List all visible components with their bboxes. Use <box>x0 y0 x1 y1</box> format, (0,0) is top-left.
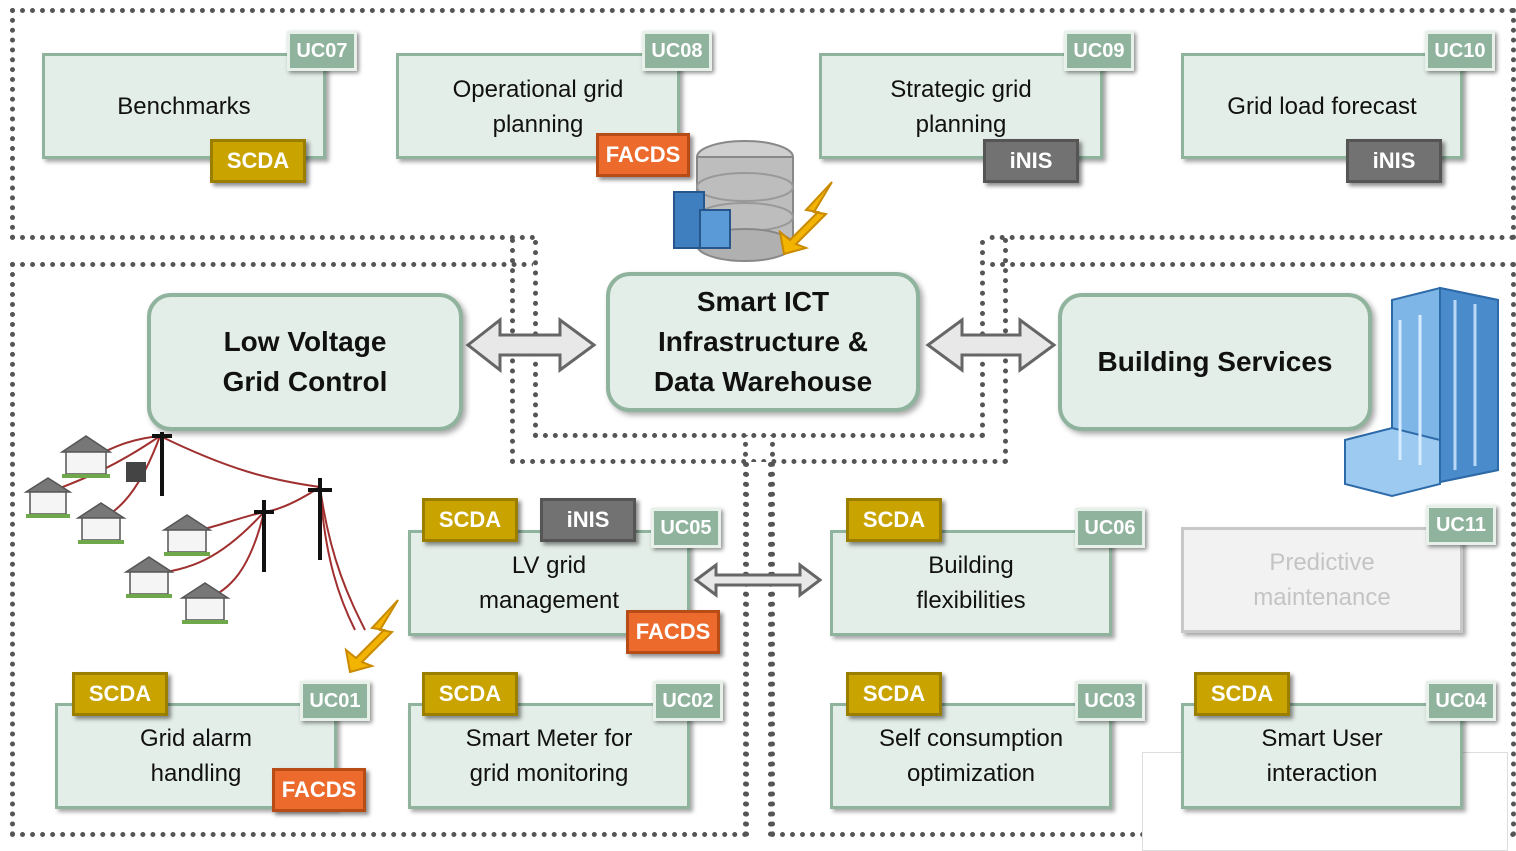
uc07-code: UC07 <box>287 31 357 71</box>
uc10-inis-tag: iNIS <box>1346 139 1442 183</box>
region-divider-right <box>768 462 773 837</box>
uc03-scda-tag: SCDA <box>846 672 942 716</box>
uc09-label: Strategic grid planning <box>890 76 1032 138</box>
arrow-lv-ict <box>465 316 597 374</box>
uc03-label: Self consumption optimization <box>878 725 1064 787</box>
lightning-icon <box>778 181 833 256</box>
uc02-code: UC02 <box>653 681 723 721</box>
uc04-box[interactable]: Smart User interaction <box>1181 703 1463 809</box>
uc08-label: Operational grid planning <box>452 76 624 138</box>
smart-ict-label: Smart ICT Infrastructure & Data Warehous… <box>653 286 873 397</box>
uc09-inis-tag: iNIS <box>983 139 1079 183</box>
uc02-label: Smart Meter for grid monitoring <box>465 725 633 787</box>
uc04-scda-tag: SCDA <box>1194 672 1290 716</box>
uc02-scda-tag: SCDA <box>422 672 518 716</box>
uc01-label: Grid alarm handling <box>139 725 253 787</box>
utility-pole-icon <box>152 432 332 572</box>
lightning-alarm-icon <box>344 599 399 674</box>
uc05-code: UC05 <box>651 508 721 548</box>
uc10-label: Grid load forecast <box>1227 92 1417 120</box>
lv-grid-control-box[interactable]: Low Voltage Grid Control <box>147 293 463 431</box>
uc11-label: Predictive maintenance <box>1253 549 1391 611</box>
uc08-code: UC08 <box>642 31 712 71</box>
uc11-code: UC11 <box>1426 505 1496 545</box>
uc04-label: Smart User interaction <box>1261 725 1383 787</box>
uc05-inis-tag: iNIS <box>540 498 636 542</box>
uc07-scda-tag: SCDA <box>210 139 306 183</box>
uc05-facds-tag: FACDS <box>626 610 720 654</box>
uc08-facds-tag: FACDS <box>596 133 690 177</box>
uc06-label: Building flexibilities <box>916 552 1026 614</box>
uc06-scda-tag: SCDA <box>846 498 942 542</box>
building-services-label: Building Services <box>1097 346 1333 377</box>
building-services-box[interactable]: Building Services <box>1058 293 1372 431</box>
building-icon <box>1344 286 1499 498</box>
uc01-scda-tag: SCDA <box>72 672 168 716</box>
lv-grid-control-label: Low Voltage Grid Control <box>222 326 388 397</box>
uc09-box[interactable]: Strategic grid planning <box>819 53 1103 159</box>
uc04-code: UC04 <box>1426 681 1496 721</box>
uc01-code: UC01 <box>300 681 370 721</box>
uc09-code: UC09 <box>1064 31 1134 71</box>
uc03-code: UC03 <box>1075 681 1145 721</box>
uc10-code: UC10 <box>1425 31 1495 71</box>
uc07-label: Benchmarks <box>117 92 251 120</box>
arrow-lv-building-uc <box>693 562 823 598</box>
uc05-label: LV grid management <box>478 552 620 614</box>
arrow-ict-building <box>925 317 1057 373</box>
uc06-code: UC06 <box>1075 508 1145 548</box>
smart-ict-box[interactable]: Smart ICT Infrastructure & Data Warehous… <box>606 272 920 412</box>
grass-icon <box>26 474 228 624</box>
uc11-box[interactable]: Predictive maintenance <box>1181 527 1463 633</box>
uc10-box[interactable]: Grid load forecast <box>1181 53 1463 159</box>
uc06-box[interactable]: Building flexibilities <box>830 530 1112 636</box>
region-divider-left <box>744 462 749 837</box>
uc03-box[interactable]: Self consumption optimization <box>830 703 1112 809</box>
transformer-icon <box>126 462 146 482</box>
database-icon <box>673 140 794 262</box>
house-icon <box>23 435 231 621</box>
uc02-box[interactable]: Smart Meter for grid monitoring <box>408 703 690 809</box>
uc05-scda-tag: SCDA <box>422 498 518 542</box>
uc01-facds-tag: FACDS <box>272 768 366 812</box>
